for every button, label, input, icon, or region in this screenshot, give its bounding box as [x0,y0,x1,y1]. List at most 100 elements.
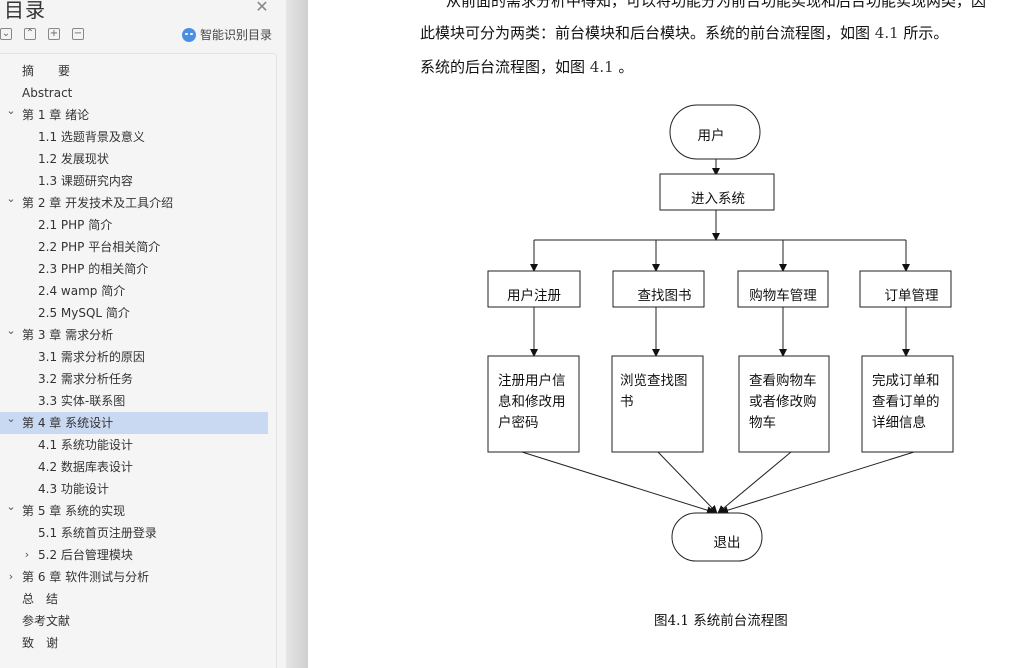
toc-item[interactable]: 5.1 系统首页注册登录 [0,522,268,544]
close-icon[interactable]: ✕ [255,0,269,16]
toc-item-label: 1.3 课题研究内容 [38,174,133,188]
toc-item[interactable]: 2.5 MySQL 简介 [0,302,268,324]
toc-list: 摘 要 Abstract ⌄ 第 1 章 绪论 1.1 选题背景及意义 1.2 发展现状 1… [0,53,277,668]
toc-item-label: 总 结 [22,592,59,606]
toc-item-label: 致 谢 [22,636,59,650]
toc-item[interactable]: 3.2 需求分析任务 [0,368,268,390]
paragraph-line-2: 此模块可分为两类：前台模块和后台模块。系统的前台流程图，如图 4.1 所示。 [420,22,948,43]
module-box [487,270,581,308]
toc-item[interactable]: 3.3 实体-联系图 [0,390,268,412]
end-label: 退出 [714,535,741,551]
toc-item-label: Abstract [22,86,73,100]
arrow [720,451,915,515]
end-terminator [671,512,763,562]
chevron-right-icon[interactable]: › [24,548,30,561]
start-terminator [669,104,761,160]
sidebar-splitter[interactable] [286,0,308,668]
collapse-all-icon[interactable]: ⌃ [24,28,36,40]
module-box [612,270,705,308]
module-label: 购物车管理 [749,287,817,304]
toc-item-label: 第 1 章 绪论 [22,108,90,122]
toc-item-label: 2.1 PHP 简介 [38,218,113,232]
chevron-down-icon[interactable]: ⌄ [6,500,16,513]
toc-item-label: 5.2 后台管理模块 [38,548,133,562]
toc-item[interactable]: 1.1 选题背景及意义 [0,126,268,148]
toc-item-label: 第 5 章 系统的实现 [22,504,126,518]
expand-all-icon[interactable]: ⌄ [0,28,12,40]
toc-item[interactable]: 2.1 PHP 简介 [0,214,268,236]
toc-item[interactable]: 致 谢 [0,632,268,654]
toc-item-label: 3.2 需求分析任务 [38,372,133,386]
toc-item[interactable]: 2.3 PHP 的相关简介 [0,258,268,280]
module-label: 查找图书 [638,288,692,304]
toc-item-label: 4.1 系统功能设计 [38,438,133,452]
toc-item[interactable]: ⌄ 第 5 章 系统的实现 [0,500,268,522]
toc-item-label: 第 3 章 需求分析 [22,328,114,342]
detail-label: 或者修改购 [749,394,817,410]
ai-recognize-toc-button[interactable]: 智能识别目录 [182,26,272,43]
toc-item[interactable]: Abstract [0,82,268,104]
detail-box [611,355,704,453]
plus-icon[interactable]: + [48,28,60,40]
toc-item-label: 5.1 系统首页注册登录 [38,526,157,540]
arrow [657,451,718,514]
toc-item[interactable]: 参考文献 [0,610,268,632]
figure-ref[interactable]: 4.1 [589,58,614,76]
module-box [859,270,952,308]
detail-label: 户密码 [498,414,539,431]
toc-item[interactable]: ⌄ 第 1 章 绪论 [0,104,268,126]
detail-label: 查看购物车 [749,372,817,389]
minus-icon[interactable]: − [72,28,84,40]
toc-item[interactable]: ⌄ 第 3 章 需求分析 [0,324,268,346]
chevron-down-icon[interactable]: ⌄ [6,192,16,205]
toc-item-label: 摘 要 [22,64,71,78]
paragraph-line-3: 系统的后台流程图，如图 4.1 。 [420,56,633,77]
toc-item-selected[interactable]: ⌄ 第 4 章 系统设计 [0,412,268,434]
toc-item[interactable]: 1.3 课题研究内容 [0,170,268,192]
detail-box [861,355,954,453]
arrow [521,451,715,515]
flowchart: 用户进入系统用户注册注册用户信息和修改用户密码查找图书浏览查找图书购物车管理查看… [487,104,954,562]
ai-cloud-icon [182,27,196,42]
chevron-down-icon[interactable]: ⌄ [6,412,16,425]
chevron-right-icon[interactable]: › [8,570,14,583]
toc-item[interactable]: 2.4 wamp 简介 [0,280,268,302]
toc-item-label: 4.3 功能设计 [38,482,109,496]
toc-item[interactable]: 4.3 功能设计 [0,478,268,500]
toc-item[interactable]: › 5.2 后台管理模块 [0,544,268,566]
ai-recognize-label: 智能识别目录 [200,28,273,42]
detail-label: 浏览查找图 [620,373,688,389]
toc-item[interactable]: ⌄ 第 2 章 开发技术及工具介绍 [0,192,268,214]
toc-item-label: 第 2 章 开发技术及工具介绍 [22,196,174,210]
toc-item[interactable]: 总 结 [0,588,268,610]
detail-label: 息和修改用 [498,393,566,410]
chevron-down-icon[interactable]: ⌄ [6,104,16,117]
figure-ref[interactable]: 4.1 [874,24,899,42]
caption-number: 4.1 [667,613,689,629]
para-text: 所示。 [898,24,949,42]
toc-item[interactable]: 1.2 发展现状 [0,148,268,170]
toc-item-label: 3.1 需求分析的原因 [38,350,145,364]
detail-label: 完成订单和 [872,373,940,389]
para-text: 。 [613,58,634,76]
caption-prefix: 图 [654,613,668,629]
toc-item-label: 4.2 数据库表设计 [38,460,133,474]
module-label: 订单管理 [885,288,939,304]
chevron-down-icon[interactable]: ⌄ [6,324,16,337]
toc-item[interactable]: 3.1 需求分析的原因 [0,346,268,368]
toc-item-label: 2.2 PHP 平台相关简介 [38,240,161,254]
detail-label: 物车 [749,414,776,431]
toc-item[interactable]: 4.1 系统功能设计 [0,434,268,456]
toc-item[interactable]: ›第 6 章 软件测试与分析 [0,566,268,588]
arrow [717,451,792,514]
detail-label: 查看订单的 [872,394,940,410]
toc-item-label: 第 4 章 系统设计 [22,416,114,430]
toc-item[interactable]: 2.2 PHP 平台相关简介 [0,236,268,258]
figure-caption: 图4.1 系统前台流程图 [654,609,788,629]
detail-label: 书 [620,394,634,410]
toc-item[interactable]: 4.2 数据库表设计 [0,456,268,478]
toc-item[interactable]: 摘 要 [0,60,268,82]
toc-item-label: 1.1 选题背景及意义 [38,130,145,144]
module-label: 用户注册 [507,287,561,304]
para-text: 系统的后台流程图，如图 [420,58,590,76]
